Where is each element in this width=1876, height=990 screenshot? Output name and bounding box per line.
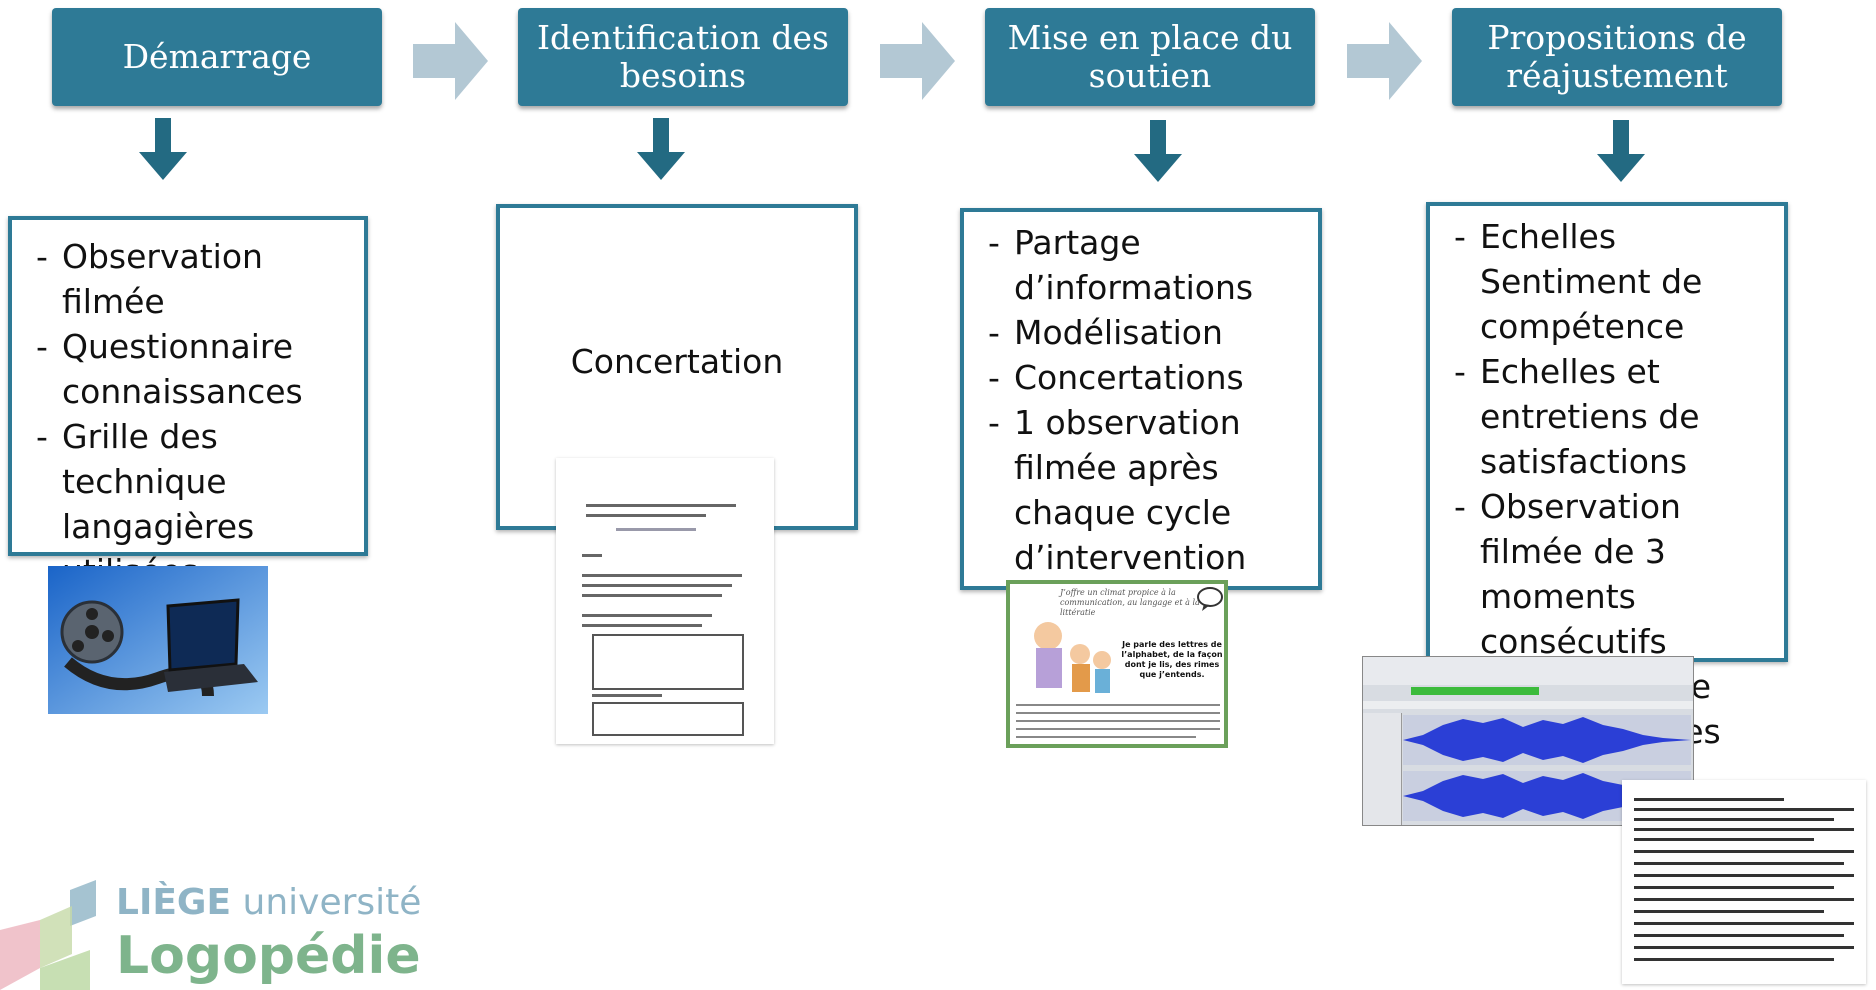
list-item: 1 observation filmée après chaque cycle … [984, 400, 1308, 580]
step-identification: Identification des besoins [518, 8, 848, 106]
university-logo-mark [0, 880, 96, 990]
arrow-down-icon [139, 118, 187, 180]
poster-header: J’offre un climat propice à la communica… [1060, 588, 1200, 617]
audio-editor-screenshot [1362, 656, 1694, 826]
poster-thumbnail: J’offre un climat propice à la communica… [1006, 580, 1228, 748]
box-soutien: Partage d’informations Modélisation Conc… [960, 208, 1322, 590]
film-laptop-image [48, 566, 268, 714]
table-document-thumbnail [1622, 780, 1866, 984]
speech-bubble-icon [1197, 587, 1223, 611]
list-item: Echelles et entretiens de satisfactions [1450, 349, 1776, 484]
university-name: LIÈGE université [116, 882, 422, 923]
document-thumbnail [556, 458, 774, 744]
waveform-track-1 [1403, 715, 1691, 765]
arrow-right-icon [880, 22, 955, 100]
poster-headline: Je parle des lettres de l’alphabet, de l… [1121, 640, 1223, 679]
list-item: Concertations [984, 355, 1308, 400]
list-item: Questionnaire connaissances [32, 324, 354, 414]
list-item: Echelles Sentiment de compétence [1450, 214, 1776, 349]
department-name: Logopédie [116, 926, 421, 986]
step-reajustement: Propositions de réajustement [1452, 8, 1782, 106]
arrow-down-icon [1597, 120, 1645, 182]
arrow-right-icon [413, 22, 488, 100]
step-soutien: Mise en place du soutien [985, 8, 1315, 106]
box-reajustement: Echelles Sentiment de compétence Echelle… [1426, 202, 1788, 751]
concertation-label: Concertation [570, 342, 784, 381]
list-item: Observation filmée [32, 234, 354, 324]
box-demarrage: Observation filmée Questionnaire connais… [8, 216, 368, 591]
arrow-down-icon [1134, 120, 1182, 182]
list-item: Modélisation [984, 310, 1308, 355]
children-illustration [1034, 622, 1111, 693]
list-item: Partage d’informations [984, 220, 1308, 310]
arrow-down-icon [637, 118, 685, 180]
step-demarrage: Démarrage [52, 8, 382, 106]
list-item: Observation filmée de 3 moments consécut… [1450, 484, 1776, 664]
arrow-right-icon [1347, 22, 1422, 100]
